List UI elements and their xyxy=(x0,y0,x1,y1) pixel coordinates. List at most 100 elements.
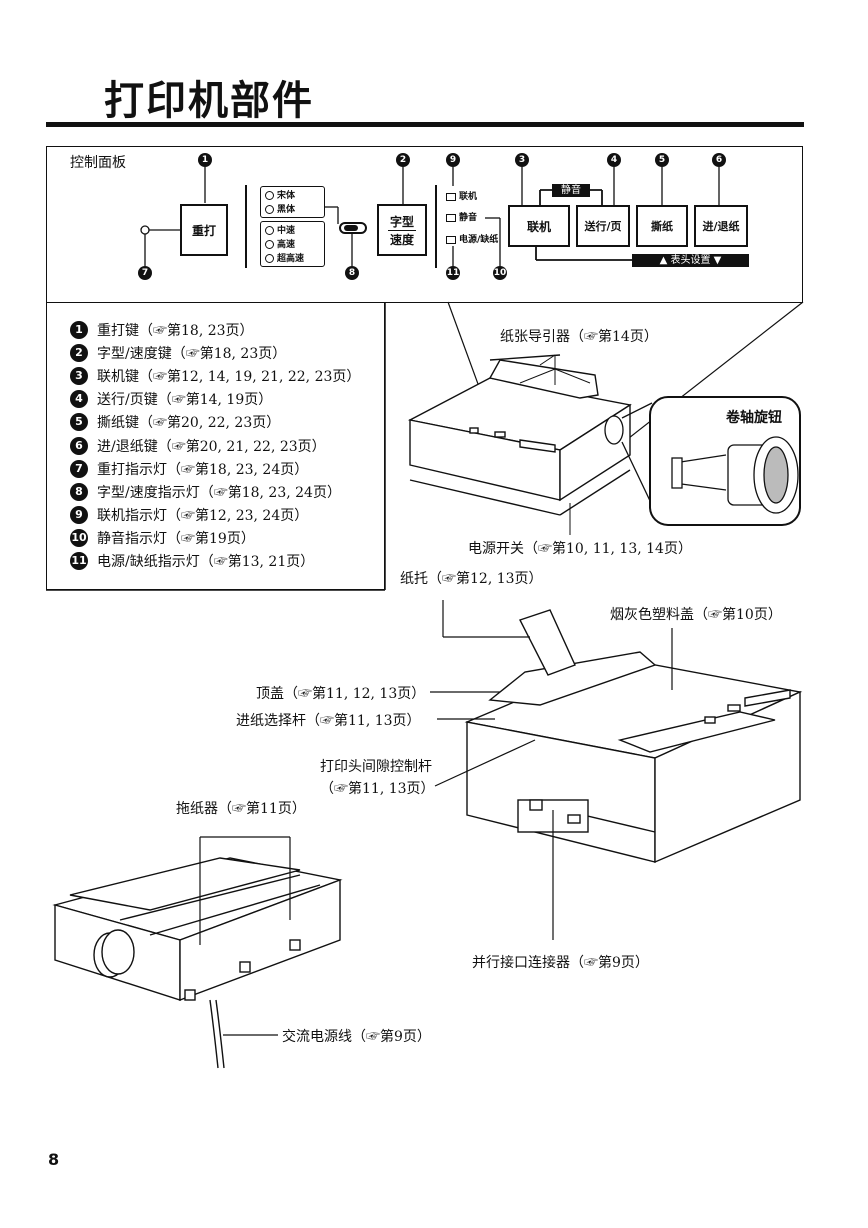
speed-key-label: 速度 xyxy=(389,232,414,247)
callout-9: 9 xyxy=(446,153,460,167)
knob-label: 卷轴旋钮 xyxy=(726,410,782,426)
legend-text: 静音指示灯（☞第19页） xyxy=(97,531,255,548)
load-eject-key[interactable]: 进/退纸 xyxy=(694,205,748,247)
tear-key[interactable]: 撕纸 xyxy=(636,205,688,247)
mute-lamp: 静音 xyxy=(446,211,477,225)
legend-text: 送行/页键（☞第14, 19页） xyxy=(97,392,273,409)
callout-11: 11 xyxy=(446,266,460,280)
headset-banner: ▲ 表头设置 ▼ xyxy=(632,254,749,267)
printer-top-drawing xyxy=(407,354,632,516)
power-lamp: 电源/缺纸 xyxy=(446,233,498,247)
callout-1: 1 xyxy=(198,153,212,167)
title-rule xyxy=(46,122,804,127)
online-lamp-label: 联机 xyxy=(459,192,478,202)
legend-item: 4 送行/页键（☞第14, 19页） xyxy=(70,388,360,411)
gap-lever-ref: （☞第11, 13页） xyxy=(320,781,435,797)
speed-lamp-high: 高速 xyxy=(265,238,320,252)
parallel-label: 并行接口连接器（☞第9页） xyxy=(472,955,649,971)
power-lamp-label: 电源/缺纸 xyxy=(459,235,499,245)
legend-text: 重打键（☞第18, 23页） xyxy=(97,322,254,339)
legend-number: 4 xyxy=(70,390,88,409)
font-key-label: 字型 xyxy=(387,214,416,231)
knob-detail xyxy=(671,436,799,514)
speed-lamp-ultra: 超高速 xyxy=(265,252,320,266)
legend-number: 10 xyxy=(70,529,88,548)
feed-page-key-label: 送行/页 xyxy=(584,220,622,233)
callout-4: 4 xyxy=(607,153,621,167)
font-lamp-hei: 黑体 xyxy=(265,203,320,217)
lamp-icon xyxy=(265,205,274,214)
legend-number: 5 xyxy=(70,413,88,432)
legend-number: 1 xyxy=(70,320,88,339)
lamp-icon xyxy=(265,226,274,235)
speed-lamp-label: 中速 xyxy=(277,226,296,236)
online-key-label: 联机 xyxy=(526,219,551,234)
font-speed-key[interactable]: 字型 速度 xyxy=(377,204,427,256)
ac-cord-label: 交流电源线（☞第9页） xyxy=(282,1029,431,1045)
legend-item: 10 静音指示灯（☞第19页） xyxy=(70,527,360,550)
font-lamp-song: 宋体 xyxy=(265,189,320,203)
legend-item: 6 进/退纸键（☞第20, 21, 22, 23页） xyxy=(70,434,360,457)
callout-7: 7 xyxy=(138,266,152,280)
page-number: 8 xyxy=(48,1150,60,1169)
online-key[interactable]: 联机 xyxy=(508,205,570,247)
tear-key-label: 撕纸 xyxy=(651,220,673,233)
legend-number: 9 xyxy=(70,506,88,525)
mute-banner: 静音 xyxy=(552,184,590,197)
legend-item: 7 重打指示灯（☞第18, 23, 24页） xyxy=(70,457,360,480)
legend-item: 2 字型/速度键（☞第18, 23页） xyxy=(70,341,360,364)
legend-text: 电源/缺纸指示灯（☞第13, 21页） xyxy=(97,554,315,571)
legend-item: 1 重打键（☞第18, 23页） xyxy=(70,318,360,341)
legend-text: 字型/速度指示灯（☞第18, 23, 24页） xyxy=(97,484,341,501)
power-switch-label: 电源开关（☞第10, 11, 13, 14页） xyxy=(468,541,692,557)
control-panel-frame xyxy=(46,146,803,303)
legend-number: 3 xyxy=(70,366,88,385)
callout-2: 2 xyxy=(396,153,410,167)
reprint-key-label: 重打 xyxy=(191,223,216,238)
mute-lamp-label: 静音 xyxy=(459,213,478,223)
legend-item: 9 联机指示灯（☞第12, 23, 24页） xyxy=(70,504,360,527)
legend-text: 撕纸键（☞第20, 22, 23页） xyxy=(97,415,281,432)
legend-number: 7 xyxy=(70,459,88,478)
lamp-icon xyxy=(265,191,274,200)
page-title: 打印机部件 xyxy=(104,78,314,124)
font-lamp-label: 宋体 xyxy=(277,191,296,201)
legend-number: 11 xyxy=(70,552,88,571)
printer-bottom-drawing xyxy=(52,857,343,1002)
panel-title: 控制面板 xyxy=(70,155,126,171)
online-lamp: 联机 xyxy=(446,190,477,204)
speed-lamp-label: 高速 xyxy=(277,240,296,250)
printer-middle-drawing xyxy=(464,609,803,864)
legend-number: 8 xyxy=(70,482,88,501)
legend-number: 2 xyxy=(70,343,88,362)
reprint-key[interactable]: 重打 xyxy=(180,204,228,256)
legend-text: 联机指示灯（☞第12, 23, 24页） xyxy=(97,508,309,525)
lamp-icon xyxy=(446,192,456,201)
legend-number: 6 xyxy=(70,436,88,455)
speed-lamp-group: 中速 高速 超高速 xyxy=(260,221,325,267)
tractor-label: 拖纸器（☞第11页） xyxy=(176,801,306,817)
legend-text: 进/退纸键（☞第20, 21, 22, 23页） xyxy=(97,438,326,455)
paper-rest-label: 纸托（☞第12, 13页） xyxy=(400,571,543,587)
lamp-icon xyxy=(446,213,456,222)
legend-text: 字型/速度键（☞第18, 23页） xyxy=(97,345,287,362)
speed-lamp-mid: 中速 xyxy=(265,224,320,238)
release-lever-label: 进纸选择杆（☞第11, 13页） xyxy=(236,713,421,729)
feed-page-key[interactable]: 送行/页 xyxy=(576,205,630,247)
paper-guide-label: 纸张导引器（☞第14页） xyxy=(500,329,658,345)
callout-10: 10 xyxy=(493,266,507,280)
lamp-icon xyxy=(265,240,274,249)
callout-8: 8 xyxy=(345,266,359,280)
legend-item: 11 电源/缺纸指示灯（☞第13, 21页） xyxy=(70,550,360,573)
lamp-icon xyxy=(265,254,274,263)
font-lamp-group: 宋体 黑体 xyxy=(260,186,325,218)
callout-6: 6 xyxy=(712,153,726,167)
legend-text: 重打指示灯（☞第18, 23, 24页） xyxy=(97,461,309,478)
legend-item: 5 撕纸键（☞第20, 22, 23页） xyxy=(70,411,360,434)
top-cover-label: 顶盖（☞第11, 12, 13页） xyxy=(256,686,426,702)
gap-lever-label: 打印头间隙控制杆 xyxy=(320,759,432,775)
legend-item: 8 字型/速度指示灯（☞第18, 23, 24页） xyxy=(70,480,360,503)
font-lamp-label: 黑体 xyxy=(277,205,296,215)
